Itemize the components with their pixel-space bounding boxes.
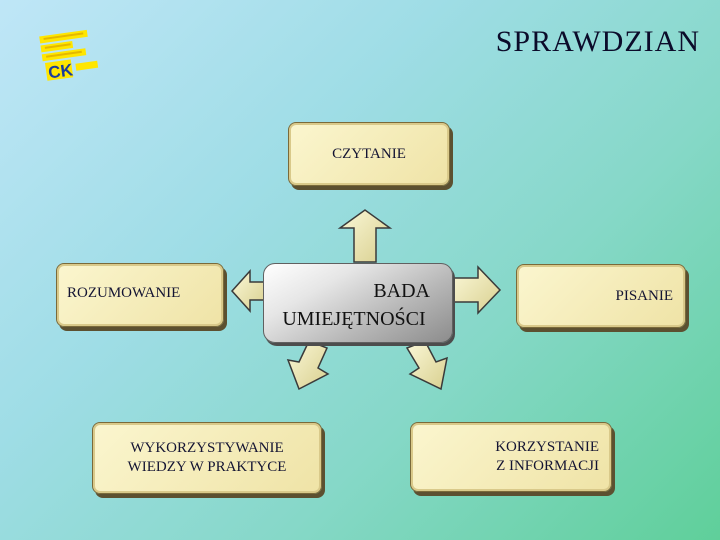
box-wykorzystywanie-line2: WIEDZY W PRAKTYCE [127,459,287,475]
arrow-right [453,265,502,315]
box-czytanie-label: CZYTANIE [332,145,406,162]
box-rozumowanie: ROZUMOWANIE [56,263,224,327]
center-line1: BADA [373,280,430,302]
center-line2: UMIEJĘTNOŚCI [282,308,426,330]
box-rozumowanie-label: ROZUMOWANIE [67,284,181,301]
page-title: SPRAWDZIAN [495,25,700,58]
logo-mark: CK [47,60,75,82]
box-pisanie: PISANIE [516,264,686,328]
center-box: BADA UMIEJĘTNOŚCI [263,263,453,343]
arrow-up [337,209,393,263]
box-korzystanie-line2: Z INFORMACJI [496,458,599,474]
box-korzystanie: KORZYSTANIE Z INFORMACJI [410,422,612,492]
box-wykorzystywanie: WYKORZYSTYWANIE WIEDZY W PRAKTYCE [92,422,322,494]
logo: CK [39,29,99,83]
arrow-down-left [286,340,330,391]
box-korzystanie-line1: KORZYSTANIE [495,439,599,455]
box-wykorzystywanie-line1: WYKORZYSTYWANIE [130,440,284,456]
arrow-down-right [405,340,448,391]
box-pisanie-label: PISANIE [615,287,673,304]
arrow-left [230,269,266,313]
box-czytanie: CZYTANIE [288,122,450,186]
